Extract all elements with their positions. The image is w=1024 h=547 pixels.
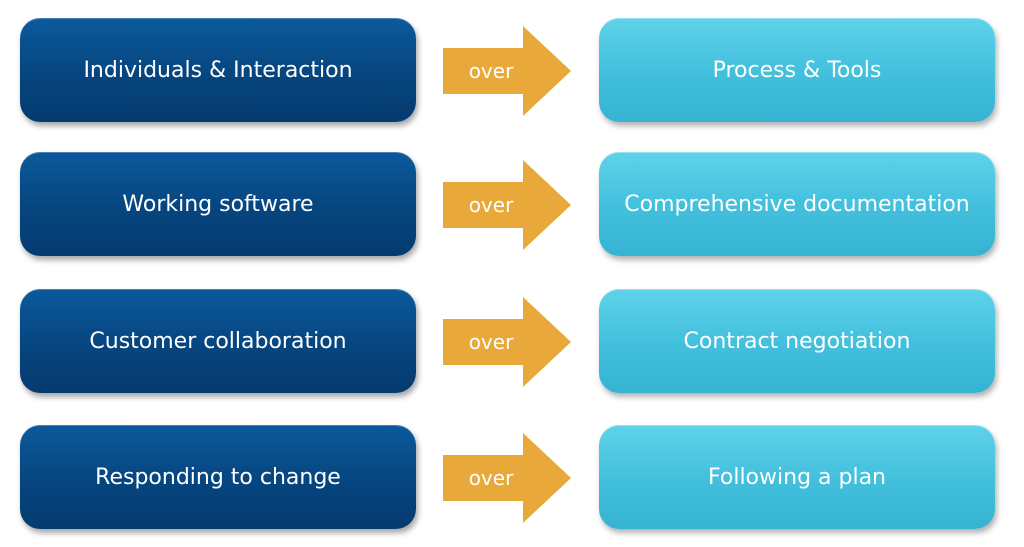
left-value-label: Responding to change (95, 464, 341, 490)
arrow-icon (443, 433, 571, 523)
arrow-icon (443, 297, 571, 387)
left-value-label: Individuals & Interaction (83, 57, 353, 83)
over-label: over (468, 466, 514, 490)
value-row-4: Responding to change over Following a pl… (0, 425, 1024, 535)
over-label: over (468, 330, 514, 354)
over-label: over (468, 193, 514, 217)
right-value-box: Contract negotiation (599, 289, 995, 393)
value-row-3: Customer collaboration over Contract neg… (0, 289, 1024, 399)
left-value-label: Customer collaboration (89, 328, 347, 354)
left-value-box: Responding to change (20, 425, 416, 529)
over-arrow: over (443, 433, 571, 523)
over-label: over (468, 59, 514, 83)
right-value-box: Comprehensive documentation (599, 152, 995, 256)
right-value-label: Comprehensive documentation (624, 191, 970, 217)
right-value-box: Process & Tools (599, 18, 995, 122)
right-value-label: Contract negotiation (683, 328, 911, 354)
value-row-2: Working software over Comprehensive docu… (0, 152, 1024, 262)
left-value-box: Customer collaboration (20, 289, 416, 393)
right-value-label: Process & Tools (712, 57, 882, 83)
over-arrow: over (443, 26, 571, 116)
right-value-label: Following a plan (708, 464, 886, 490)
arrow-icon (443, 160, 571, 250)
left-value-label: Working software (122, 191, 314, 217)
left-value-box: Working software (20, 152, 416, 256)
left-value-box: Individuals & Interaction (20, 18, 416, 122)
right-value-box: Following a plan (599, 425, 995, 529)
arrow-icon (443, 26, 571, 116)
over-arrow: over (443, 297, 571, 387)
value-row-1: Individuals & Interaction over Process &… (0, 18, 1024, 128)
over-arrow: over (443, 160, 571, 250)
